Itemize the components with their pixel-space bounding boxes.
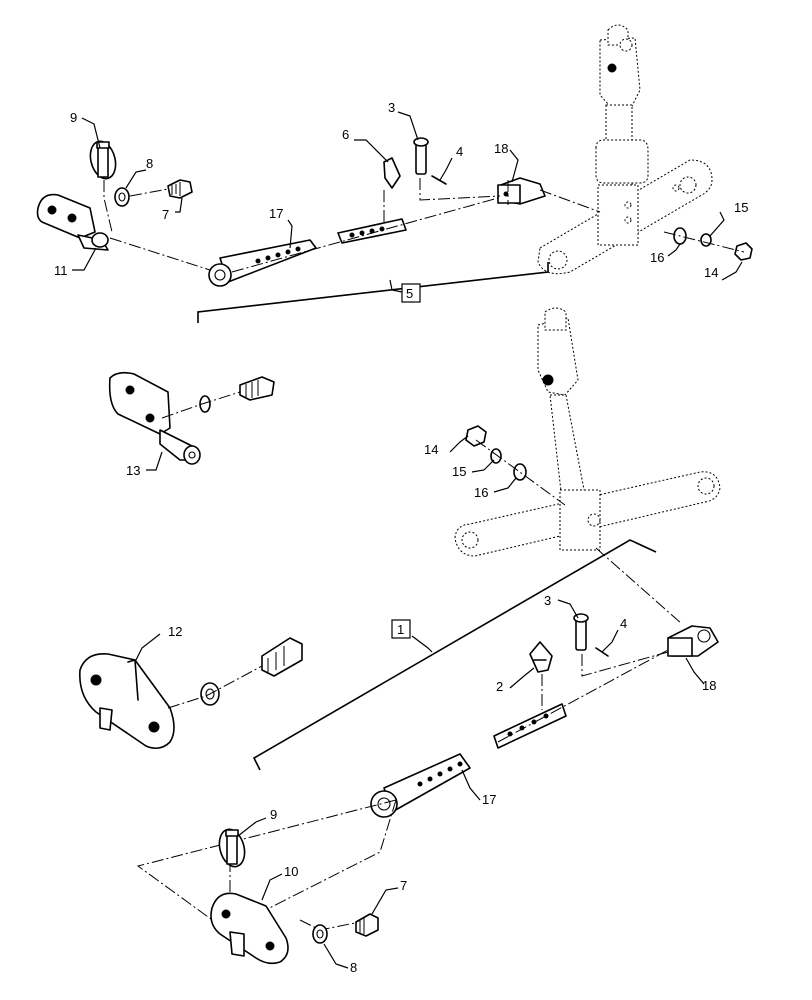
bottom-group-number-box: 1 [391,619,411,639]
bottom-group-bracket-line [252,539,657,771]
callout-14-bottom: 14 [424,442,438,457]
bottom-leaders [135,435,705,969]
callout-18-bottom: 18 [702,678,716,693]
top-linch-pin-9 [89,140,117,180]
top-washer-8 [114,187,130,207]
bottom-centerline-12 [167,665,263,709]
callout-18-top: 18 [494,141,508,156]
top-spring-washer-15 [700,233,712,247]
callout-4-top: 4 [456,144,463,159]
bottom-callouts: 13 14 15 16 12 3 4 2 18 17 9 10 7 8 1 [126,442,716,975]
bottom-centerline-nut [475,439,566,506]
callout-3-top: 3 [388,100,395,115]
callout-13-bottom: 13 [126,463,140,478]
callout-1-bottom: 1 [397,622,404,637]
bottom-hitch-lift-arm [454,307,721,557]
callout-11-top: 11 [54,263,68,278]
callout-8-top: 8 [146,156,153,171]
bottom-bolt-13-area [239,376,275,401]
top-hitch-lift-arm [537,24,713,275]
bottom-bracket-12 [79,653,175,750]
callout-4-bottom: 4 [620,616,627,631]
top-group-5-leader [389,279,403,293]
top-centerlines [103,178,745,273]
bottom-centerlines [136,547,683,931]
bottom-pin-2 [529,641,553,673]
bottom-clevis-pin-3 [573,613,589,651]
callout-5-top: 5 [406,286,413,301]
top-group-number-box: 5 [401,283,421,303]
callout-17-top: 17 [269,206,283,221]
callout-7-top: 7 [162,207,169,222]
bottom-linch-pin-9 [218,828,246,868]
bottom-group-1-leader [411,635,433,653]
top-yoke-18 [497,177,546,205]
top-bolt-7 [167,179,193,199]
top-bracket-11 [36,193,109,251]
callout-9-bottom: 9 [270,807,277,822]
callout-7-bottom: 7 [400,878,407,893]
bottom-link-tube-17 [370,753,471,818]
bottom-nut-14 [465,425,487,447]
callout-3-bottom: 3 [544,593,551,608]
callout-16-bottom: 16 [474,485,488,500]
bottom-washer-13-area [199,395,211,413]
top-group-bracket-line [197,262,549,323]
top-clevis-pin-3 [413,137,429,175]
top-pin-6 [383,157,401,189]
callout-15-bottom: 15 [452,464,466,479]
bottom-bolt-12-area [261,637,303,677]
bottom-yoke-18 [667,625,719,657]
top-link-tube-17 [208,239,317,287]
callout-17-bottom: 17 [482,792,496,807]
callout-9-top: 9 [70,110,77,125]
callout-16-top: 16 [650,250,664,265]
callout-12-bottom: 12 [168,624,182,639]
bottom-washer-8 [312,924,328,944]
top-callouts: 9 8 7 11 17 6 3 4 18 15 16 14 5 [54,100,748,303]
callout-14-top: 14 [704,265,718,280]
bottom-bracket-13 [108,371,201,465]
callout-2-bottom: 2 [496,679,503,694]
callout-10-bottom: 10 [284,864,298,879]
callout-6-top: 6 [342,127,349,142]
callout-15-top: 15 [734,200,748,215]
top-leaders [72,111,743,281]
callout-8-bottom: 8 [350,960,357,975]
bottom-centerline-13 [161,391,241,419]
bottom-washer-16 [513,463,527,481]
top-cotter-4 [431,175,447,185]
bottom-bracket-10 [210,892,289,965]
bottom-bolt-7 [355,913,379,937]
